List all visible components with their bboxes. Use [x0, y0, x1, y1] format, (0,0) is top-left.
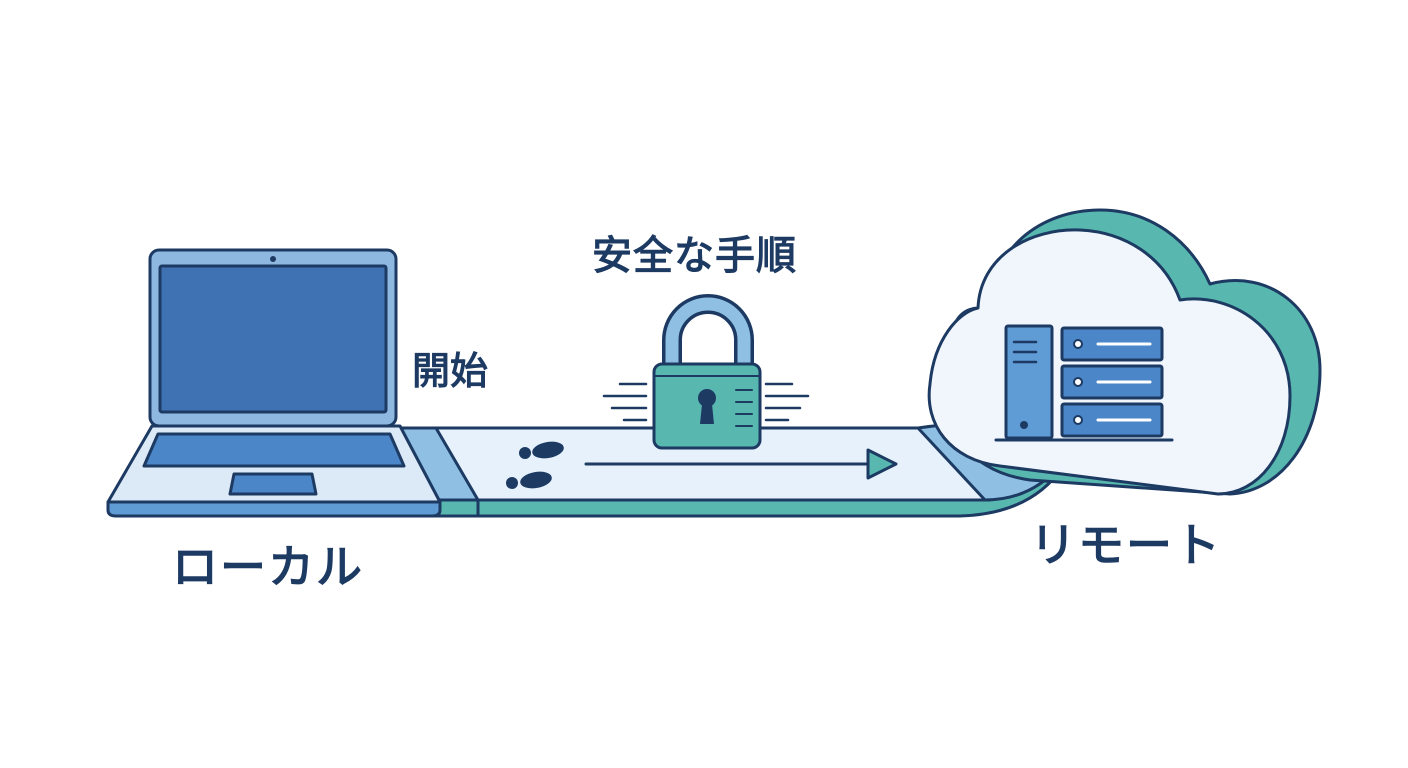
secure-procedure-label: 安全な手順	[592, 233, 797, 279]
cloud-server-icon	[927, 208, 1322, 496]
remote-label: リモート	[1030, 518, 1222, 572]
local-label: ローカル	[172, 540, 364, 594]
footprints-icon	[506, 441, 564, 489]
start-label: 開始	[412, 349, 489, 393]
laptop-icon	[106, 248, 442, 518]
padlock-icon	[602, 294, 810, 450]
arrow-right-icon	[584, 448, 898, 480]
